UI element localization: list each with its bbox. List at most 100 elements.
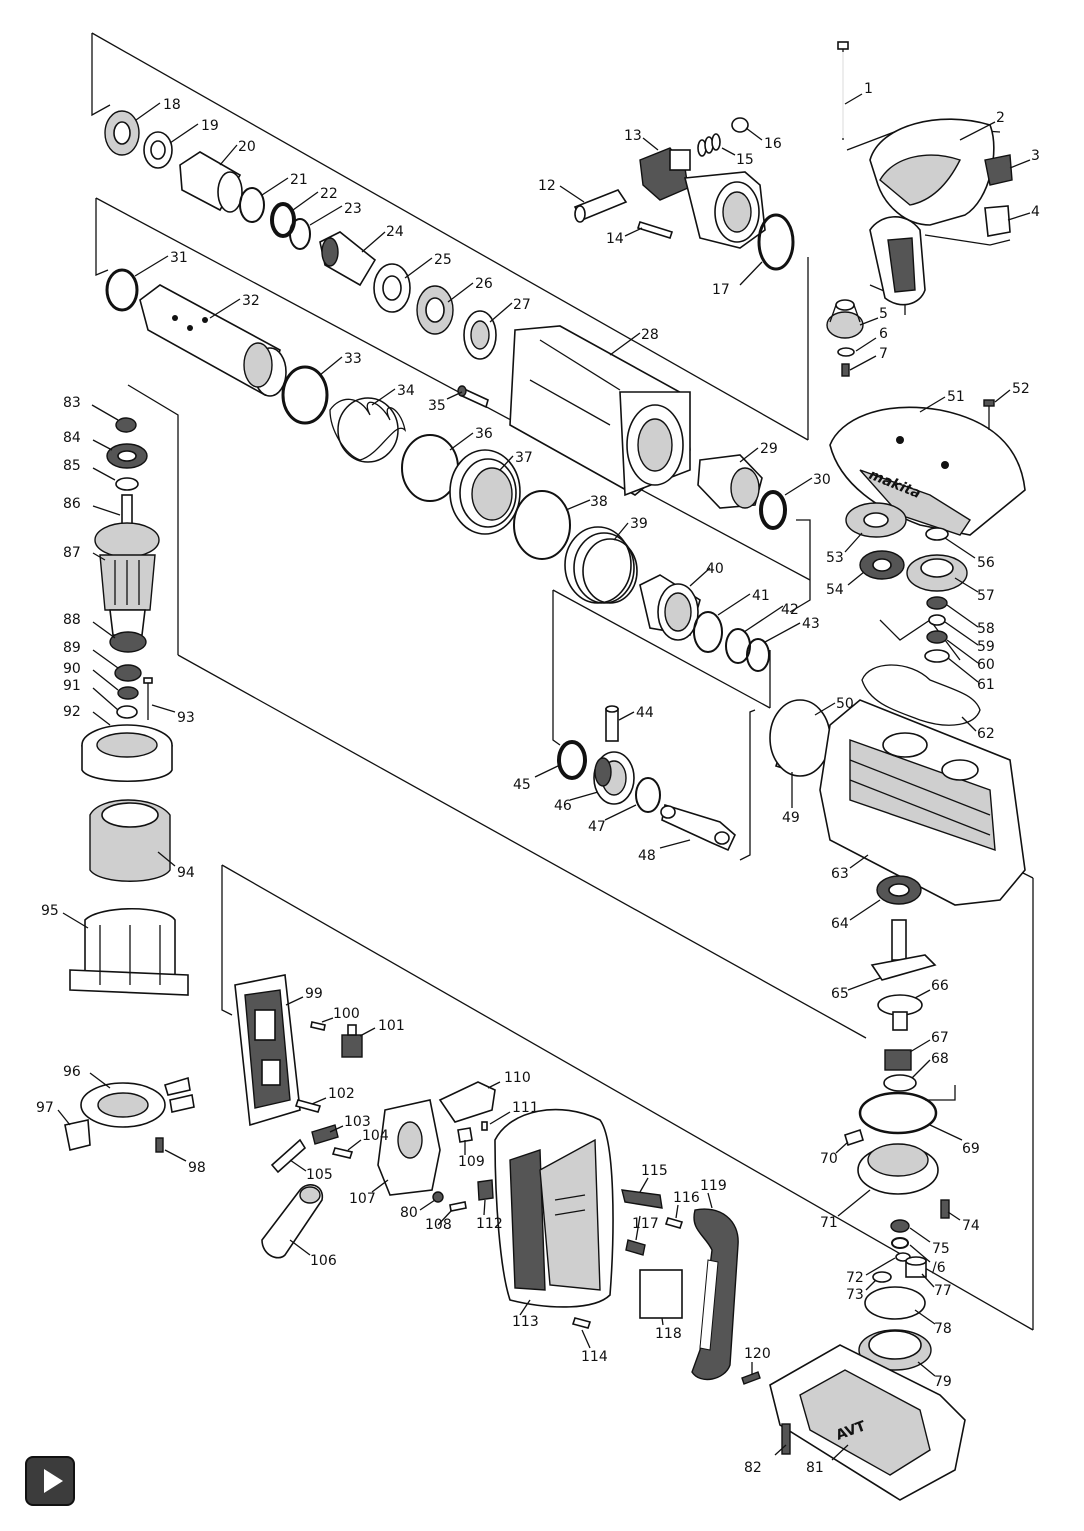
label-41: 41 <box>752 588 770 604</box>
part-91-washer <box>116 705 138 719</box>
part-47-o-ring <box>635 777 661 813</box>
part-69-o-ring <box>858 1091 938 1135</box>
label-67: 67 <box>931 1030 949 1046</box>
label-48: 48 <box>638 848 656 864</box>
label-102: 102 <box>328 1086 355 1102</box>
part-60-bearing <box>926 630 948 644</box>
part-97-clip <box>64 1119 91 1151</box>
part-115-plate <box>621 1189 663 1209</box>
label-119: 119 <box>700 1178 727 1194</box>
part-33-ring <box>281 365 329 425</box>
label-109: 109 <box>458 1154 485 1170</box>
label-4: 4 <box>1031 204 1040 220</box>
part-2-side-grip-handle <box>869 216 926 306</box>
play-icon <box>44 1469 63 1493</box>
label-59: 59 <box>977 639 995 655</box>
label-66: 66 <box>931 978 949 994</box>
label-107: 107 <box>349 1191 376 1207</box>
label-64: 64 <box>831 916 849 932</box>
label-69: 69 <box>962 1141 980 1157</box>
part-110-switch-trigger <box>438 1081 496 1123</box>
label-85: 85 <box>63 458 81 474</box>
part-89-bearing <box>114 664 142 682</box>
label-15: 15 <box>736 152 754 168</box>
label-80: 80 <box>400 1205 418 1221</box>
part-5-nut <box>826 299 864 339</box>
label-79: 79 <box>934 1374 952 1390</box>
label-83: 83 <box>63 395 81 411</box>
part-24-striker <box>319 231 377 287</box>
part-62-gasket <box>861 664 981 726</box>
label-91: 91 <box>63 678 81 694</box>
part-2-side-grip-band <box>869 118 995 226</box>
label-92: 92 <box>63 704 81 720</box>
label-22: 22 <box>320 186 338 202</box>
label-16: 16 <box>764 136 782 152</box>
part-29-bevel-piston <box>697 454 763 509</box>
part-77-cap <box>905 1256 927 1278</box>
label-84: 84 <box>63 430 81 446</box>
label-76: /6 <box>932 1260 946 1276</box>
label-6: 6 <box>879 326 888 342</box>
part-19-washer <box>143 131 173 169</box>
label-72: 72 <box>846 1270 864 1286</box>
label-44: 44 <box>636 705 654 721</box>
part-86-armature <box>94 494 160 636</box>
label-70: 70 <box>820 1151 838 1167</box>
leader-lines <box>57 93 1031 1461</box>
part-59-ring <box>928 614 946 626</box>
part-80-screw <box>432 1191 444 1203</box>
label-37: 37 <box>515 450 533 466</box>
part-6-washer <box>837 347 855 357</box>
part-13-lock-sleeve <box>639 147 691 201</box>
label-96: 96 <box>63 1064 81 1080</box>
part-56-washer <box>925 527 949 541</box>
part-65-crank-shaft <box>870 919 937 981</box>
part-21-ring <box>239 187 265 223</box>
part-84-bearing <box>106 443 148 469</box>
part-12-pin <box>573 189 628 223</box>
part-117-screw <box>625 1239 646 1256</box>
part-98-screw <box>155 1137 164 1153</box>
label-95: 95 <box>41 903 59 919</box>
label-38: 38 <box>590 494 608 510</box>
part-96-brush-holder <box>80 1076 195 1128</box>
part-63-crank-housing <box>819 699 1026 906</box>
label-24: 24 <box>386 224 404 240</box>
label-68: 68 <box>931 1051 949 1067</box>
part-32-cylinder <box>139 284 287 397</box>
label-42: 42 <box>781 602 799 618</box>
part-48-crank-arm <box>660 803 736 852</box>
part-44-pin <box>605 705 619 742</box>
label-43: 43 <box>802 616 820 632</box>
label-97: 97 <box>36 1100 54 1116</box>
label-39: 39 <box>630 516 648 532</box>
label-78: 78 <box>934 1321 952 1337</box>
label-34: 34 <box>397 383 415 399</box>
part-52-screw <box>983 399 995 430</box>
label-77: 77 <box>934 1283 952 1299</box>
label-61: 61 <box>977 677 995 693</box>
part-116-screw <box>664 1217 684 1229</box>
label-45: 45 <box>513 777 531 793</box>
part-22-o-ring <box>270 202 296 238</box>
label-36: 36 <box>475 426 493 442</box>
label-18: 18 <box>163 97 181 113</box>
label-27: 27 <box>513 297 531 313</box>
part-39-spring <box>564 526 638 604</box>
part-67-needle-bearing <box>884 1049 912 1071</box>
label-73: 73 <box>846 1287 864 1303</box>
part-30-o-ring <box>759 490 787 530</box>
label-71: 71 <box>820 1215 838 1231</box>
label-17: 17 <box>712 282 730 298</box>
part-25-washer <box>373 263 411 313</box>
part-45-o-ring <box>557 740 587 780</box>
part-100-screw <box>310 1021 326 1031</box>
play-button[interactable] <box>25 1456 75 1506</box>
label-113: 113 <box>512 1314 539 1330</box>
label-120: 120 <box>744 1346 771 1362</box>
label-116: 116 <box>673 1190 700 1206</box>
label-117: 117 <box>632 1216 659 1232</box>
part-43-ring <box>746 638 770 672</box>
part-118-label <box>639 1269 683 1319</box>
